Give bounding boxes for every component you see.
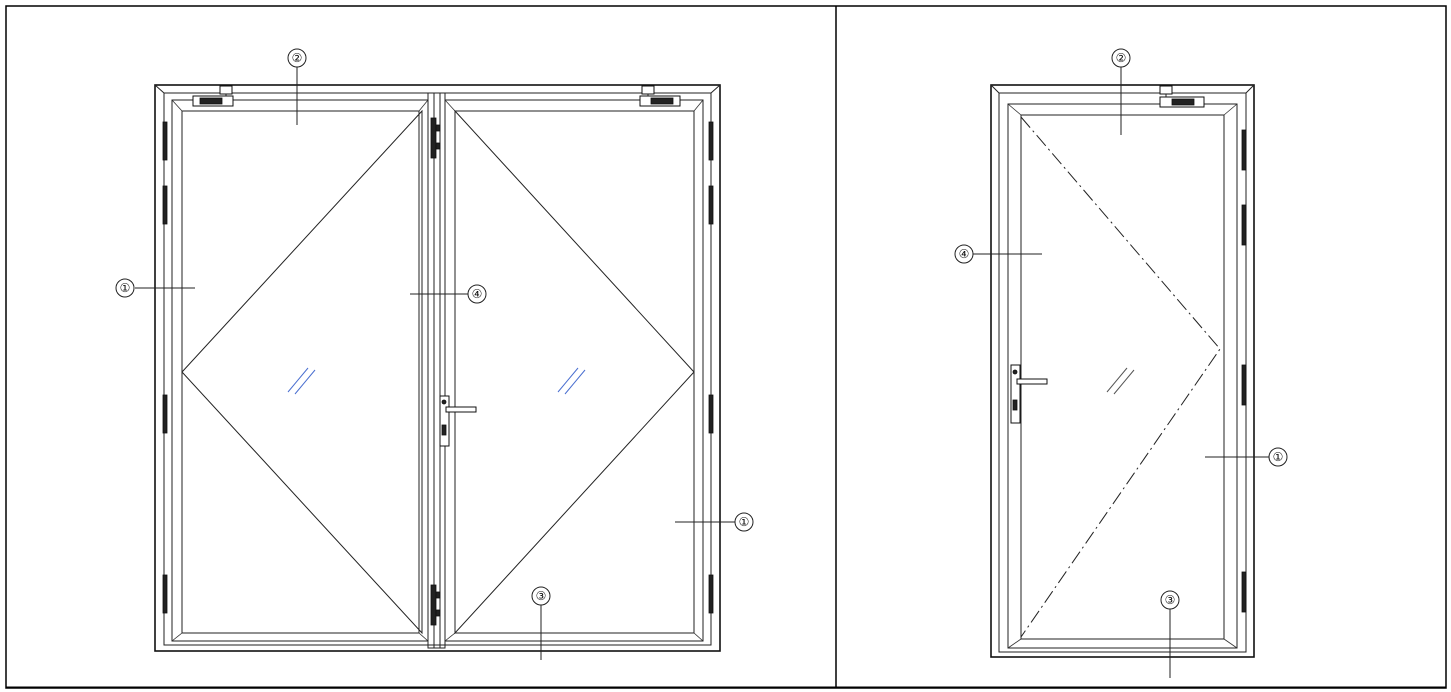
single-leaf-glass [1020, 114, 1225, 640]
flush-bolts [430, 117, 441, 626]
callout-label: ③ [1165, 593, 1176, 607]
callout-label: ① [120, 281, 131, 295]
single-leaf [1007, 103, 1238, 649]
right-leaf-opening-diamond [454, 109, 695, 635]
right-door-closer-icon [639, 85, 681, 107]
left-leaf-glass [181, 110, 420, 634]
callout-label: ④ [959, 247, 970, 261]
callout-2-top: ② [287, 48, 307, 125]
left-door-closer-icon [192, 85, 234, 107]
callout-4-center: ④ [410, 284, 487, 304]
outer-border [5, 5, 1447, 689]
left-hinges [162, 121, 168, 614]
single-door-frame-inner [998, 92, 1247, 653]
callout-label: ② [1116, 51, 1127, 65]
callout-label: ① [739, 515, 750, 529]
single-door-closer-icon [1159, 85, 1205, 108]
left-leaf-opening-diamond [181, 109, 423, 635]
callout-label: ② [292, 51, 303, 65]
callout-3-bottom: ③ [531, 586, 551, 660]
right-leaf [444, 99, 704, 642]
single-door-outer-frame [990, 84, 1255, 658]
single-callout-4-left: ④ [954, 244, 1042, 264]
meeting-stile [427, 92, 446, 649]
callout-1-left: ① [115, 278, 195, 298]
single-hinges [1241, 129, 1247, 613]
single-door: ② ④ ① ③ [954, 48, 1288, 678]
left-glass-hatch-icon [287, 367, 316, 395]
single-leaf-swing-line [1020, 116, 1221, 638]
single-callout-3-bottom: ③ [1160, 590, 1180, 678]
single-callout-1-right: ① [1205, 447, 1288, 467]
single-callout-2-top: ② [1111, 48, 1131, 135]
right-hinges [708, 121, 714, 614]
callout-1-right: ① [675, 512, 754, 532]
left-leaf [171, 99, 429, 642]
single-glass-hatch-icon [1106, 367, 1135, 395]
single-lever-handle-icon [1010, 364, 1048, 424]
double-door-frame-inner-1 [163, 92, 712, 646]
double-door: ① ② ④ ① ③ [115, 48, 754, 660]
double-door-outer-frame [154, 84, 721, 652]
callout-label: ③ [536, 589, 547, 603]
right-glass-hatch-icon [557, 367, 586, 395]
callout-label: ④ [472, 287, 483, 301]
callout-label: ① [1273, 450, 1284, 464]
lever-handle-icon [439, 395, 477, 447]
